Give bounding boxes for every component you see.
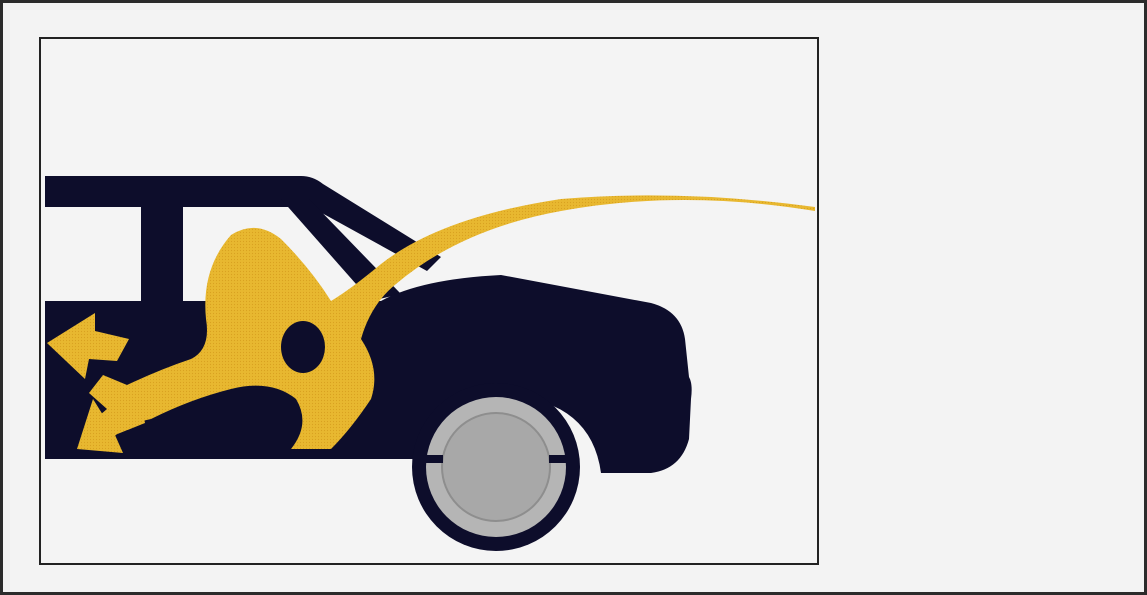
wheel-spoke-icon xyxy=(423,455,443,463)
illustration-frame xyxy=(39,37,819,565)
swoosh-opening-icon xyxy=(281,321,325,373)
wheel-hub-icon xyxy=(442,413,550,521)
car-pillar-icon xyxy=(141,204,183,304)
car-airflow-illustration xyxy=(41,39,817,563)
wheel-spoke-icon xyxy=(549,455,569,463)
